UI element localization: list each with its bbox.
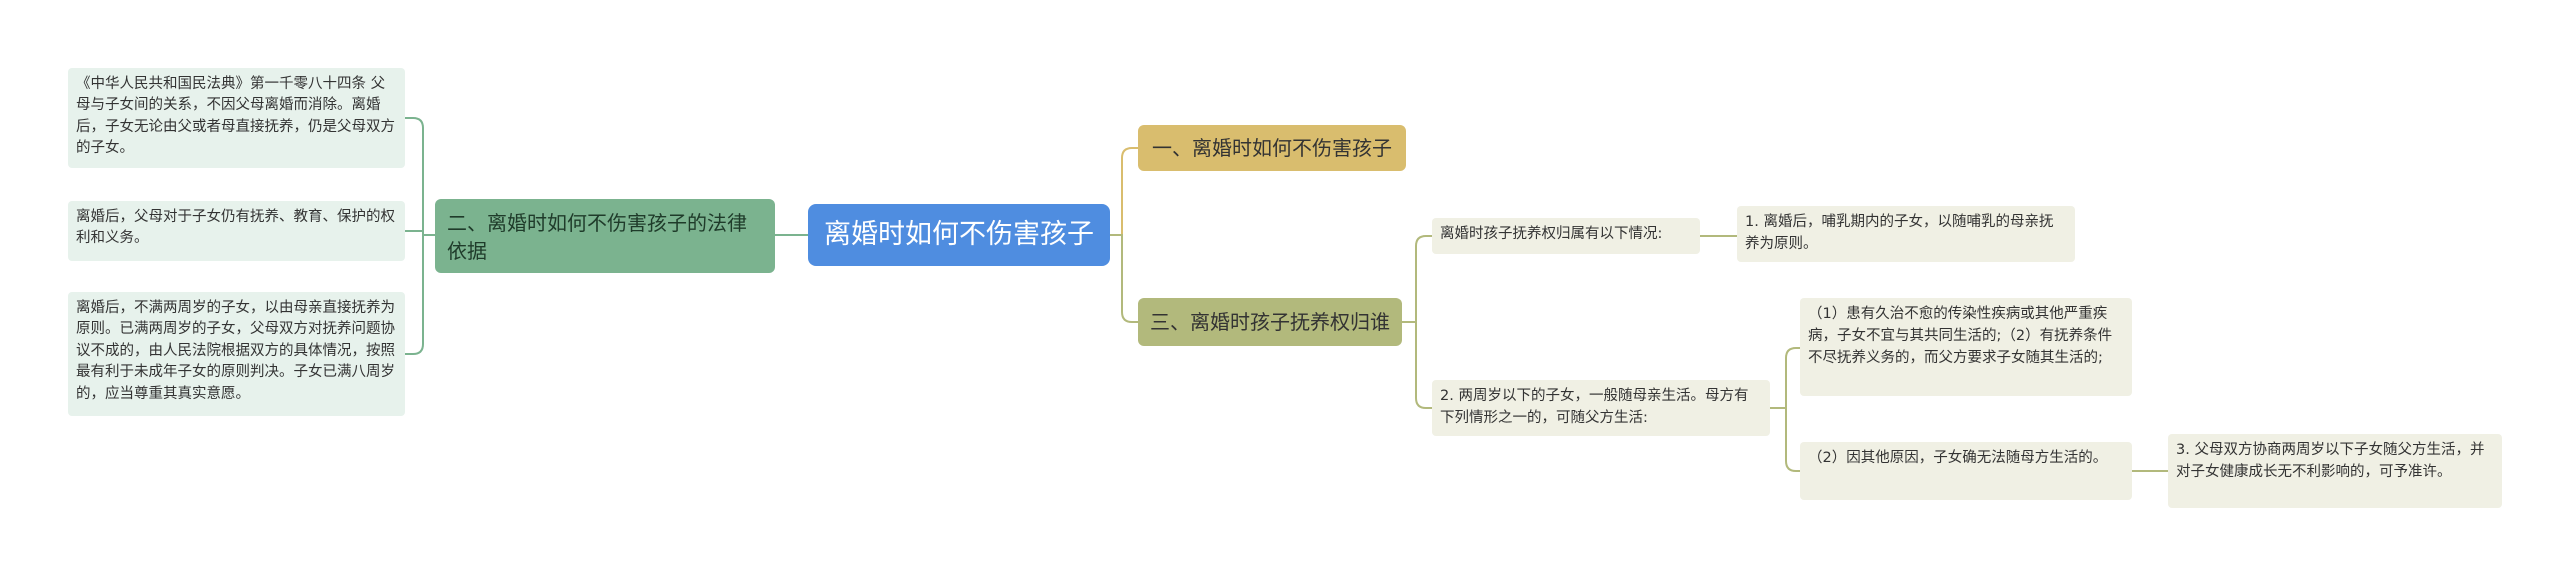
branch-how-not-to-hurt[interactable]: 一、离婚时如何不伤害孩子: [1138, 125, 1406, 171]
connector-sub2-children: [1770, 347, 1800, 472]
leaf-parent-rights[interactable]: 离婚后，父母对于子女仍有抚养、教育、保护的权利和义务。: [68, 201, 405, 261]
leaf-custody-principle[interactable]: 离婚后，不满两周岁的子女，以由母亲直接抚养为原则。已满两周岁的子女，父母双方对抚…: [68, 292, 405, 416]
connector-root-right-3: [1110, 234, 1138, 323]
root-topic[interactable]: 离婚时如何不伤害孩子: [808, 204, 1110, 266]
sub-custody-cases[interactable]: 离婚时孩子抚养权归属有以下情况:: [1432, 218, 1700, 254]
branch-legal-basis[interactable]: 二、离婚时如何不伤害孩子的法律依据: [435, 199, 775, 273]
leaf-breastfeeding[interactable]: 1. 离婚后，哺乳期内的子女，以随哺乳的母亲抚养为原则。: [1737, 206, 2075, 262]
connector-root-right-1: [1110, 147, 1138, 236]
connector-left-leaves: [405, 117, 435, 355]
leaf-parents-agree[interactable]: 3. 父母双方协商两周岁以下子女随父方生活，并对子女健康成长无不利影响的，可予准…: [2168, 434, 2502, 508]
leaf-mother-illness[interactable]: （1）患有久治不愈的传染性疾病或其他严重疾病，子女不宜与其共同生活的;（2）有抚…: [1800, 298, 2132, 396]
leaf-civil-code[interactable]: 《中华人民共和国民法典》第一千零八十四条 父母与子女间的关系，不因父母离婚而消除…: [68, 68, 405, 168]
leaf-other-reasons[interactable]: （2）因其他原因，子女确无法随母方生活的。: [1800, 442, 2132, 500]
branch-custody-belongs[interactable]: 三、离婚时孩子抚养权归谁: [1138, 298, 1402, 346]
connector-b3-subs: [1402, 235, 1432, 409]
sub-under-two[interactable]: 2. 两周岁以下的子女，一般随母亲生活。母方有下列情形之一的，可随父方生活:: [1432, 380, 1770, 436]
